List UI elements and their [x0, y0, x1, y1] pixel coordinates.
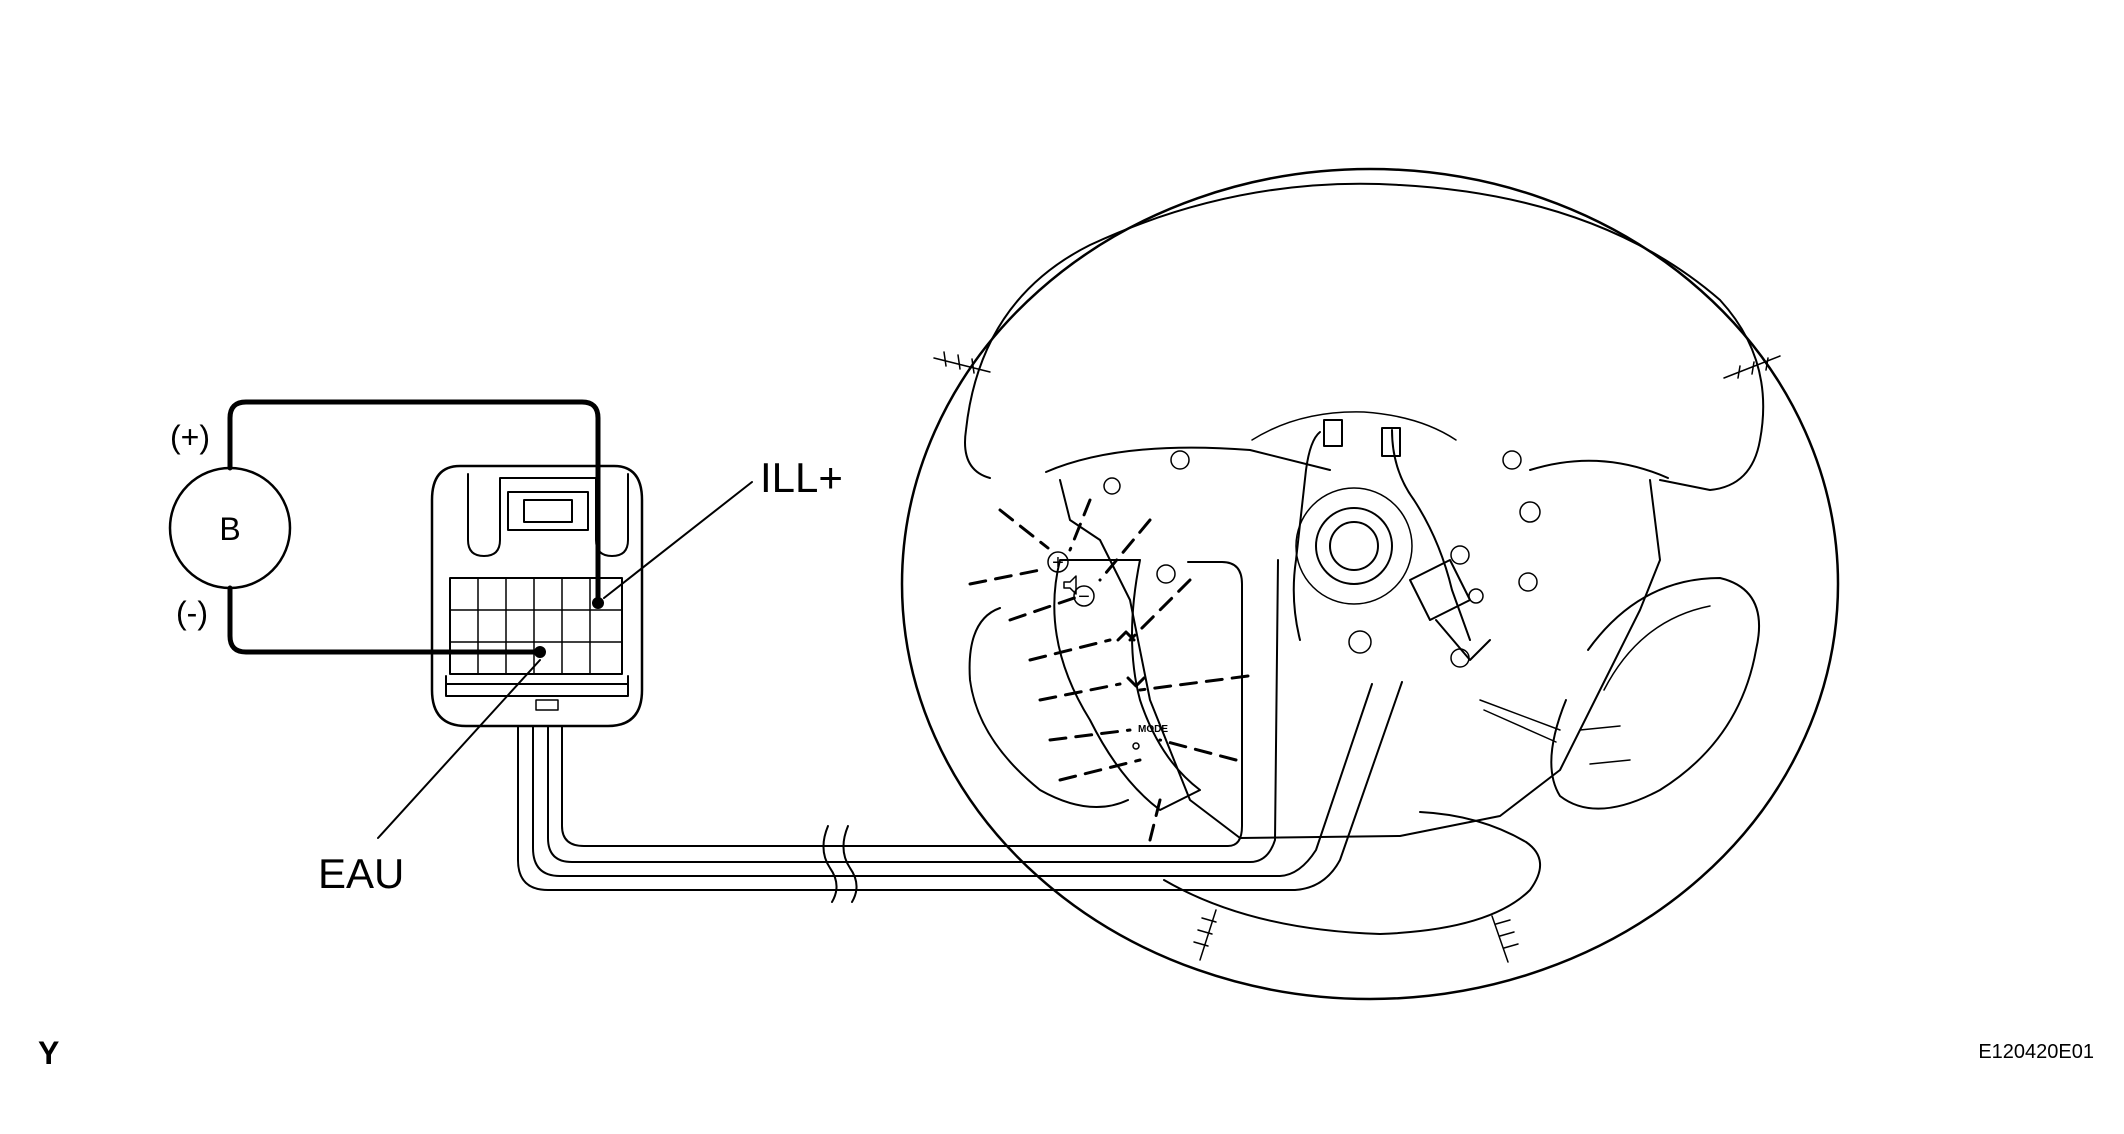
switch-connector — [430, 464, 644, 728]
wheel-right-spoke — [1550, 577, 1760, 810]
mode-button-icon — [1132, 742, 1140, 750]
eau-leader — [377, 659, 541, 839]
battery-positive-label: (+) — [170, 419, 210, 455]
wheel-upper-opening — [964, 182, 1765, 491]
wheel-outer-rim — [900, 167, 1840, 1001]
battery-negative-label: (-) — [176, 595, 208, 631]
connector-latch — [467, 473, 629, 557]
rim-stitch-marks — [933, 351, 1781, 963]
internal-connector-right — [1409, 559, 1491, 661]
terminal-grid — [449, 577, 623, 675]
battery-label: B — [219, 511, 240, 547]
mounting-screws — [1103, 450, 1541, 668]
ill-plus-terminal — [592, 597, 604, 609]
connector-key — [535, 699, 559, 711]
ill-plus-label: ILL+ — [760, 454, 843, 501]
audio-switch-body — [1053, 559, 1201, 811]
battery-circuit: B (+) (-) — [168, 399, 604, 658]
view-code: Y — [38, 1035, 59, 1071]
mode-button-label: MODE — [1138, 724, 1168, 735]
negative-test-lead — [227, 585, 543, 655]
callouts: ILL+ EAU — [318, 454, 843, 897]
volume-down-glyph: − — [1078, 586, 1090, 608]
internal-wires — [1292, 429, 1471, 641]
internal-connector-top — [1323, 419, 1343, 447]
wheel-lower-opening — [1163, 811, 1541, 935]
volume-down-icon — [1073, 585, 1095, 607]
ill-plus-leader — [603, 481, 753, 599]
connector-body — [430, 464, 644, 728]
harness-break — [822, 825, 838, 903]
speaker-icon — [1063, 575, 1077, 595]
volume-up-glyph: + — [1052, 552, 1064, 574]
switch-hidden-lines — [968, 498, 1250, 842]
audio-switch: + − MODE — [968, 498, 1250, 842]
wheel-hub — [1059, 479, 1661, 839]
wheel-upper-spoke — [1045, 446, 1331, 473]
volume-up-icon — [1047, 551, 1069, 573]
steering-wheel — [900, 167, 1840, 1001]
wire-harness — [517, 559, 1403, 903]
terminal-grid-lines — [449, 577, 623, 675]
positive-test-lead — [227, 399, 601, 606]
connector-lock — [507, 491, 589, 531]
connector-bottom-rail — [445, 675, 629, 697]
seek-down-icon — [1126, 676, 1146, 688]
wheel-left-spoke — [968, 607, 1129, 809]
figure-id: E120420E01 — [1978, 1041, 2094, 1063]
connector-lock-tab — [523, 499, 573, 523]
eau-terminal — [534, 646, 546, 658]
eau-label: EAU — [318, 850, 404, 897]
steering-column-boss — [1315, 507, 1393, 585]
